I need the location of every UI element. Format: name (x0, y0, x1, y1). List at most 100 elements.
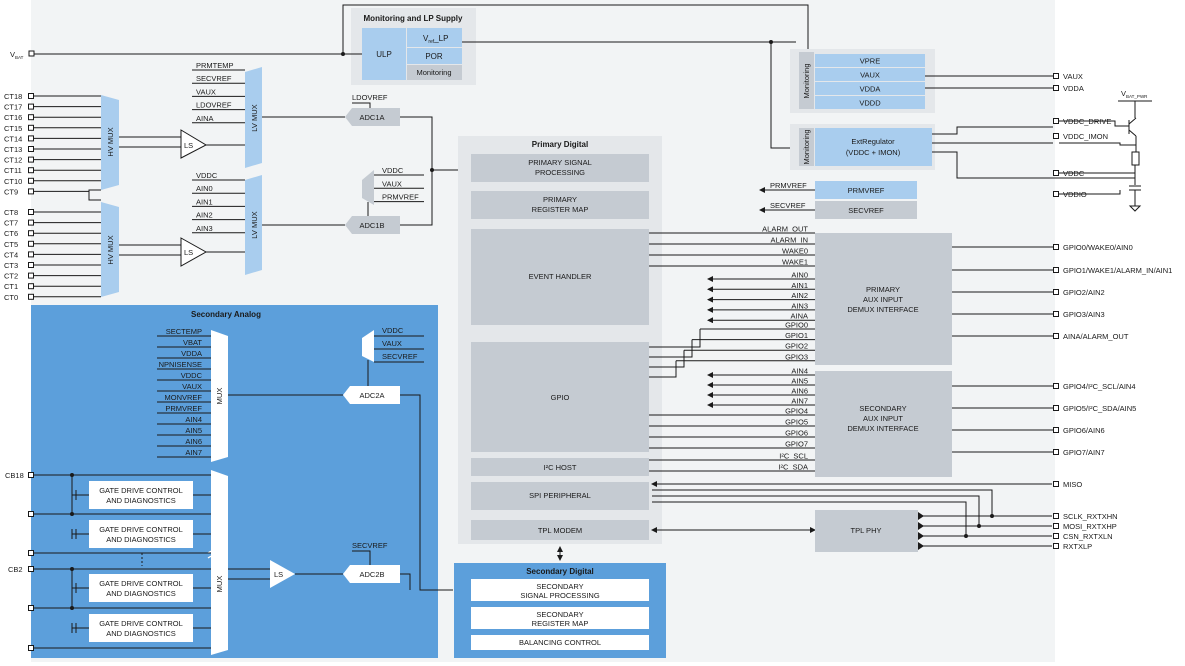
secondary-mux-input-label: SECTEMP (166, 327, 202, 336)
svg-text:PRMVREF: PRMVREF (770, 181, 807, 190)
svg-text:TPL MODEM: TPL MODEM (538, 526, 582, 535)
gpio-pin-label: GPIO6/AIN6 (1063, 426, 1105, 435)
cell-pin (28, 156, 34, 163)
power-pin-label: VDDA (1063, 84, 1084, 93)
signal-label: I²C_SCL (779, 452, 808, 461)
ext-regulator-block: Monitoring ExtRegulator (VDDC + IMON) (790, 124, 935, 170)
signal-label: AIN3 (791, 301, 808, 310)
cell-pin-label: CT0 (4, 293, 18, 302)
svg-text:AUX INPUT: AUX INPUT (863, 414, 903, 423)
cell-pin-label: CT8 (4, 208, 18, 217)
svg-text:REGISTER MAP: REGISTER MAP (532, 205, 589, 214)
secondary-mux-input-label: AIN5 (185, 426, 202, 435)
adc2a-ref-label: VAUX (382, 339, 402, 348)
signal-label: GPIO2 (785, 342, 808, 351)
svg-text:MUX: MUX (215, 388, 224, 405)
adc1a: ADC1A (345, 108, 400, 126)
svg-text:PRIMARY: PRIMARY (866, 285, 900, 294)
svg-text:TPL PHY: TPL PHY (851, 526, 882, 535)
secondary-mux-input-label: VBAT (183, 338, 202, 347)
comm-pin-label: MOSI_RXTXHP (1063, 522, 1117, 531)
cell-pin (28, 146, 34, 152)
power-pin (1053, 170, 1059, 176)
cell-pin (28, 251, 34, 258)
adc2a-ref-label: SECVREF (382, 352, 418, 361)
svg-text:SECONDARY: SECONDARY (536, 582, 583, 591)
balance-pin (28, 645, 34, 651)
cell-pin (28, 167, 34, 174)
vref-outputs: PRMVREF SECVREF PRMVREF SECVREF (759, 181, 917, 219)
svg-text:HV MUX: HV MUX (106, 127, 115, 156)
cell-pin-label: CT11 (4, 166, 22, 175)
ldo-reg (815, 82, 925, 95)
svg-text:PRMVREF: PRMVREF (848, 186, 885, 195)
comm-pin (1053, 523, 1059, 529)
signal-label: WAKE1 (782, 258, 808, 267)
svg-text:DEMUX INTERFACE: DEMUX INTERFACE (847, 424, 918, 433)
ldo-reg-label: VDDA (860, 85, 881, 94)
hv-mux-top: HV MUX (101, 95, 119, 190)
gpio-pin (1053, 383, 1059, 389)
hv-mux-bottom: HV MUX (101, 202, 119, 297)
signal-label: GPIO4 (785, 407, 808, 416)
balance-pin (28, 511, 34, 517)
power-pin-label: VDDC_IMON (1063, 132, 1108, 141)
svg-text:ADC1B: ADC1B (359, 221, 384, 230)
ldo-reg (815, 96, 925, 109)
cell-pin-label: CT3 (4, 261, 18, 270)
cell-pin (28, 93, 34, 99)
comm-pin (1053, 543, 1059, 549)
signal-label: AINA (790, 312, 808, 321)
lv-mux-input-label: SECVREF (196, 74, 232, 83)
secondary-mux-input-label: VDDC (181, 371, 203, 380)
cell-pin-label: CT16 (4, 113, 22, 122)
lv-mux-input-label: AIN1 (196, 197, 213, 206)
svg-text:EVENT HANDLER: EVENT HANDLER (529, 272, 592, 281)
tpl-phy: TPL PHY (815, 510, 918, 552)
svg-text:PRIMARY SIGNAL: PRIMARY SIGNAL (528, 158, 592, 167)
gpio-pin-label: GPIO0/WAKE0/AIN0 (1063, 243, 1133, 252)
lv-mux-input-label: LDOVREF (196, 101, 232, 110)
cell-pin-label: CT17 (4, 103, 22, 112)
signal-label: GPIO6 (785, 429, 808, 438)
por-label: POR (425, 52, 443, 61)
power-pin (1053, 118, 1059, 124)
ls-buffer-bottom: LS (119, 237, 245, 267)
comm-pins: MISOSCLK_RXTXHNMOSI_RXTXHPCSN_RXTXLNRXTX… (1053, 480, 1118, 551)
svg-text:SPI PERIPHERAL: SPI PERIPHERAL (529, 491, 591, 500)
comm-pin-label: RXTXLP (1063, 542, 1092, 551)
gpio-pin (1053, 267, 1059, 273)
cell-pin (28, 293, 34, 300)
cell-pin-label: CT6 (4, 229, 18, 238)
cell-pin-label: CT15 (4, 124, 22, 133)
signal-label: GPIO3 (785, 352, 808, 361)
cell-pin (28, 219, 34, 226)
cb2-label: CB2 (8, 565, 23, 574)
comm-pin-label: SCLK_RXTXHN (1063, 512, 1118, 521)
gate-drive-label: GATE DRIVE CONTROL (99, 525, 183, 534)
svg-text:Monitoring: Monitoring (802, 129, 811, 164)
gpio-pin-label: AINA/ALARM_OUT (1063, 332, 1129, 341)
cell-pin-label: CT2 (4, 272, 18, 281)
secondary-mux-input-label: AIN4 (185, 415, 202, 424)
signal-label: AIN5 (791, 377, 808, 386)
cell-pin (28, 124, 34, 131)
gpio-pin-label: GPIO5/I²C_SDA/AIN5 (1063, 404, 1136, 413)
primary-digital: Primary Digital PRIMARY SIGNAL PROCESSIN… (458, 136, 662, 544)
gate-drive-label: GATE DRIVE CONTROL (99, 579, 183, 588)
primary-digital-title: Primary Digital (532, 140, 588, 149)
adc2b-label: ADC2B (359, 570, 384, 579)
cell-pin-label: CT13 (4, 145, 22, 154)
adc1b: ADC1B (345, 216, 400, 234)
svg-text:PROCESSING: PROCESSING (535, 168, 585, 177)
cell-pin (28, 103, 34, 110)
vref-lp-line (462, 41, 796, 149)
lv-mux-top: LV MUX (245, 67, 262, 168)
comm-pin-label: MISO (1063, 480, 1082, 489)
cell-pin (28, 272, 34, 279)
